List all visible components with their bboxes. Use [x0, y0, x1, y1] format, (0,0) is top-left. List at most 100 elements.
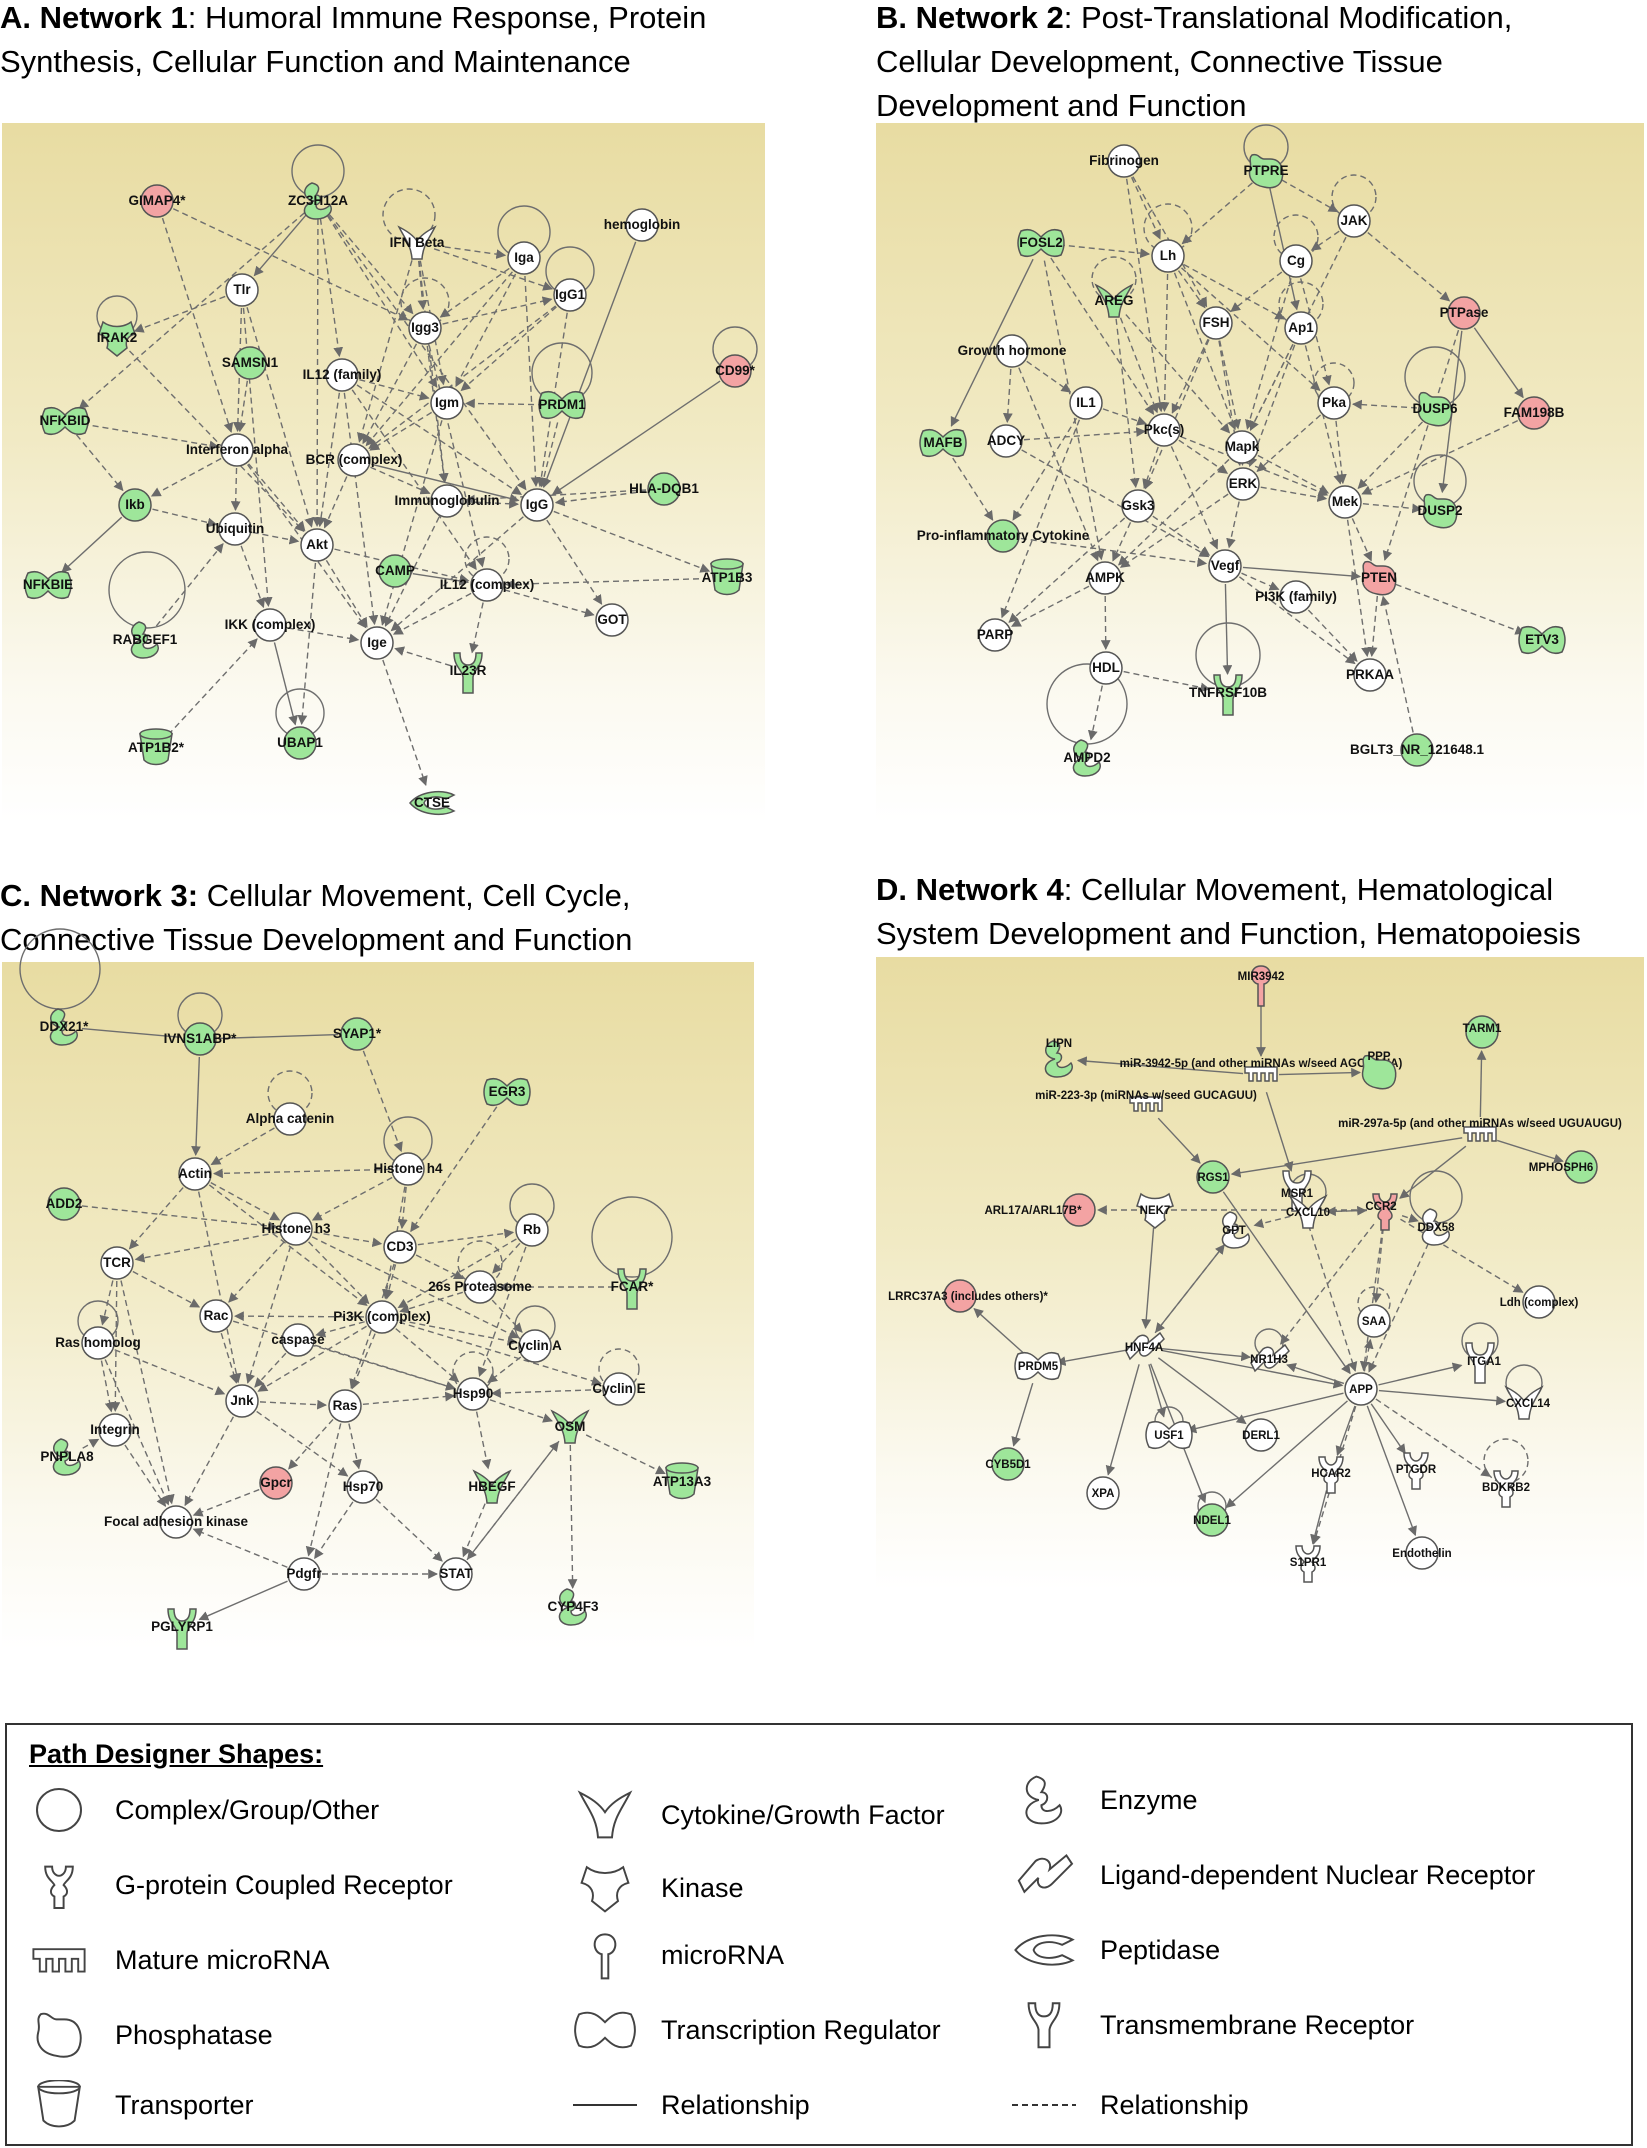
- node-pnpla8[interactable]: PNPLA8: [40, 1438, 94, 1476]
- node-hsp70[interactable]: Hsp70: [343, 1470, 384, 1504]
- node-prkaa[interactable]: PRKAA: [1346, 658, 1394, 692]
- node-rac[interactable]: Rac: [199, 1299, 233, 1333]
- node-ubiquitin[interactable]: Ubiquitin: [206, 512, 264, 546]
- node-pka[interactable]: Pka: [1317, 386, 1351, 420]
- node-fcar[interactable]: FCAR*: [611, 1268, 654, 1310]
- node-tcr[interactable]: TCR: [100, 1246, 134, 1280]
- node-rabgef1[interactable]: RABGEF1: [113, 621, 178, 659]
- node-pkc-s[interactable]: Pkc(s): [1144, 413, 1185, 447]
- node-lh[interactable]: Lh: [1151, 239, 1185, 273]
- node-cd3[interactable]: CD3: [383, 1230, 417, 1264]
- node-syap1[interactable]: SYAP1*: [333, 1017, 382, 1051]
- node-app[interactable]: APP: [1344, 1372, 1378, 1406]
- node-focal-adhesion-kinase[interactable]: Focal adhesion kinase: [104, 1505, 249, 1539]
- node-atp13a3[interactable]: ATP13A3: [653, 1462, 712, 1500]
- node-ras[interactable]: Ras: [328, 1389, 362, 1423]
- node-il12-complex[interactable]: IL12 (complex): [440, 568, 535, 602]
- node-cyclin-a[interactable]: Cyclin A: [508, 1329, 562, 1363]
- node-akt[interactable]: Akt: [300, 528, 334, 562]
- node-cyp4f3[interactable]: CYP4F3: [547, 1588, 599, 1626]
- node-ap1[interactable]: Ap1: [1284, 311, 1318, 345]
- node-etv3[interactable]: ETV3: [1518, 625, 1566, 655]
- node-igg1[interactable]: IgG1: [553, 278, 587, 312]
- node-pi3k-complex[interactable]: Pi3K (complex): [333, 1300, 431, 1334]
- node-histone-h3[interactable]: Histone h3: [261, 1212, 331, 1246]
- node-ptgdr[interactable]: PTGDR: [1396, 1452, 1437, 1490]
- node-ifn-beta[interactable]: IFN Beta: [390, 225, 445, 260]
- node-bcr-complex[interactable]: BCR (complex): [306, 443, 403, 477]
- node-dusp2[interactable]: DUSP2: [1417, 493, 1463, 529]
- node-cyclin-e[interactable]: Cyclin E: [592, 1372, 646, 1406]
- node-cxcl10[interactable]: CXCL10: [1286, 1194, 1330, 1229]
- node-gsk3[interactable]: Gsk3: [1121, 489, 1155, 523]
- node-egr3[interactable]: EGR3: [483, 1077, 531, 1107]
- node-msr1[interactable]: MSR1: [1281, 1170, 1314, 1212]
- node-dusp6[interactable]: DUSP6: [1412, 391, 1458, 427]
- node-nfkbid[interactable]: NFKBID: [40, 406, 91, 436]
- node-xpa[interactable]: XPA: [1086, 1476, 1120, 1510]
- node-igg3[interactable]: Igg3: [408, 311, 442, 345]
- node-mir-297a-5p-and-other-mirnas-w-seed-uguaugu[interactable]: miR-297a-5p (and other miRNAs w/seed UGU…: [1338, 1118, 1622, 1142]
- node-atp1b3[interactable]: ATP1B3: [702, 558, 753, 596]
- node-ldh-complex[interactable]: Ldh (complex): [1500, 1285, 1579, 1319]
- node-nek7[interactable]: NEK7: [1136, 1192, 1174, 1229]
- node-lipn[interactable]: LIPN: [1044, 1038, 1073, 1078]
- node-ras-homolog[interactable]: Ras homolog: [55, 1326, 141, 1360]
- node-gpt[interactable]: GPT: [1221, 1211, 1250, 1249]
- node-usf1[interactable]: USF1: [1145, 1420, 1193, 1450]
- node-hemoglobin[interactable]: hemoglobin: [604, 208, 681, 242]
- node-rb[interactable]: Rb: [515, 1213, 549, 1247]
- node-hla-dqb1[interactable]: HLA-DQB1: [629, 472, 699, 506]
- node-mapk[interactable]: Mapk: [1225, 430, 1260, 464]
- node-il1[interactable]: IL1: [1069, 386, 1103, 420]
- node-fsh[interactable]: FSH: [1199, 306, 1233, 340]
- node-areg[interactable]: AREG: [1094, 283, 1134, 318]
- node-pi3k-family[interactable]: PI3K (family): [1255, 580, 1337, 614]
- node-hbegf[interactable]: HBEGF: [468, 1469, 516, 1504]
- node-atp1b2[interactable]: ATP1B2*: [128, 728, 185, 766]
- node-cxcl14[interactable]: CXCL14: [1504, 1385, 1551, 1420]
- node-ampk[interactable]: AMPK: [1085, 561, 1125, 595]
- node-hcar2[interactable]: HCAR2: [1311, 1456, 1351, 1494]
- node-gimap4[interactable]: GIMAP4*: [128, 184, 186, 218]
- node-jak[interactable]: JAK: [1337, 204, 1371, 238]
- node-growth-hormone[interactable]: Growth hormone: [958, 334, 1067, 368]
- node-tlr[interactable]: Tlr: [225, 273, 259, 307]
- node-ubap1[interactable]: UBAP1: [277, 726, 323, 760]
- node-fosl2[interactable]: FOSL2: [1017, 228, 1065, 258]
- node-cg[interactable]: Cg: [1279, 244, 1313, 278]
- node-mir3942[interactable]: MIR3942: [1238, 965, 1285, 1007]
- node-endothelin[interactable]: Endothelin: [1392, 1536, 1452, 1570]
- node-vegf[interactable]: Vegf: [1208, 549, 1242, 583]
- node-mafb[interactable]: MAFB: [919, 428, 967, 458]
- node-ivns1abp[interactable]: IVNS1ABP*: [164, 1022, 238, 1056]
- node-jnk[interactable]: Jnk: [225, 1384, 259, 1418]
- node-ptpre[interactable]: PTPRE: [1243, 153, 1289, 189]
- node-immunoglobulin[interactable]: Immunoglobulin: [395, 484, 500, 518]
- node-integrin[interactable]: Integrin: [90, 1413, 140, 1447]
- node-bdkrb2[interactable]: BDKRB2: [1482, 1470, 1530, 1508]
- node-lrrc37a3-includes-others[interactable]: LRRC37A3 (includes others)*: [888, 1279, 1048, 1313]
- node-gpcr[interactable]: Gpcr: [259, 1466, 293, 1500]
- node-interferon-alpha[interactable]: Interferon alpha: [186, 433, 289, 467]
- node-mek[interactable]: Mek: [1328, 485, 1362, 519]
- node-add2[interactable]: ADD2: [46, 1187, 83, 1221]
- node-26s-proteasome[interactable]: 26s Proteasome: [428, 1270, 532, 1304]
- node-iga[interactable]: Iga: [507, 241, 541, 275]
- node-hnf4a[interactable]: HNF4A: [1125, 1331, 1165, 1361]
- node-s1pr1[interactable]: S1PR1: [1290, 1545, 1327, 1583]
- node-samsn1[interactable]: SAMSN1: [222, 346, 279, 380]
- node-tarm1[interactable]: TARM1: [1463, 1015, 1502, 1049]
- node-histone-h4[interactable]: Histone h4: [373, 1152, 443, 1186]
- node-adcy[interactable]: ADCY: [987, 424, 1025, 458]
- node-ptpase[interactable]: PTPase: [1440, 296, 1489, 330]
- node-hsp90[interactable]: Hsp90: [453, 1377, 494, 1411]
- node-derl1[interactable]: DERL1: [1242, 1418, 1280, 1452]
- node-cd99[interactable]: CD99*: [715, 354, 756, 388]
- node-ikk-complex[interactable]: IKK (complex): [225, 608, 316, 642]
- node-hdl[interactable]: HDL: [1089, 651, 1123, 685]
- node-il23r[interactable]: IL23R: [450, 652, 487, 694]
- node-fibrinogen[interactable]: Fibrinogen: [1089, 144, 1159, 178]
- node-bglt3-nr-121648-1[interactable]: BGLT3_NR_121648.1: [1350, 733, 1485, 767]
- node-erk[interactable]: ERK: [1226, 467, 1260, 501]
